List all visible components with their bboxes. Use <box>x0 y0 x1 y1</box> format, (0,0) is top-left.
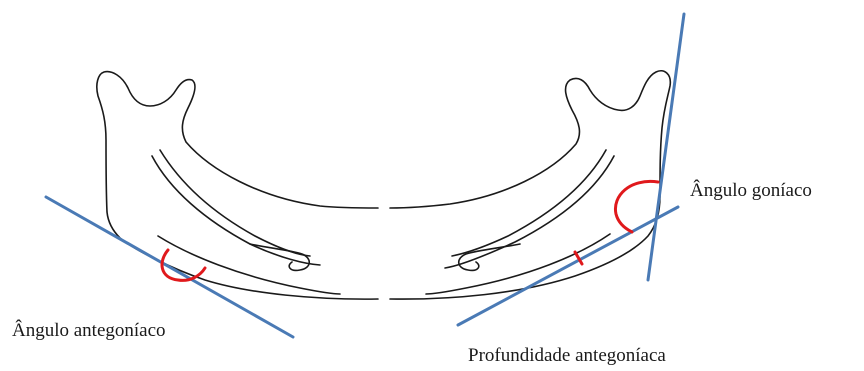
mandible-right-hook <box>459 244 520 270</box>
antegonial-angle-label: Ângulo antegoníaco <box>12 321 166 340</box>
mandible-right-half <box>390 71 670 299</box>
antegonial-depth-label: Profundidade antegoníaca <box>468 346 666 365</box>
mandible-left-outline <box>97 72 378 299</box>
gonial-angle-arc <box>615 181 658 232</box>
right-tangent-line <box>458 207 678 325</box>
mandible-right-outline <box>390 71 670 299</box>
mandible-left-half <box>97 72 378 299</box>
ramus-line <box>648 14 684 280</box>
mandible-left-inner-line-1 <box>152 156 320 265</box>
mandible-left-inner-line-2 <box>160 150 310 256</box>
mandible-right-inner-line-2 <box>452 150 606 256</box>
left-tangent-line <box>46 197 293 337</box>
gonial-angle-label: Ângulo goníaco <box>690 181 812 200</box>
